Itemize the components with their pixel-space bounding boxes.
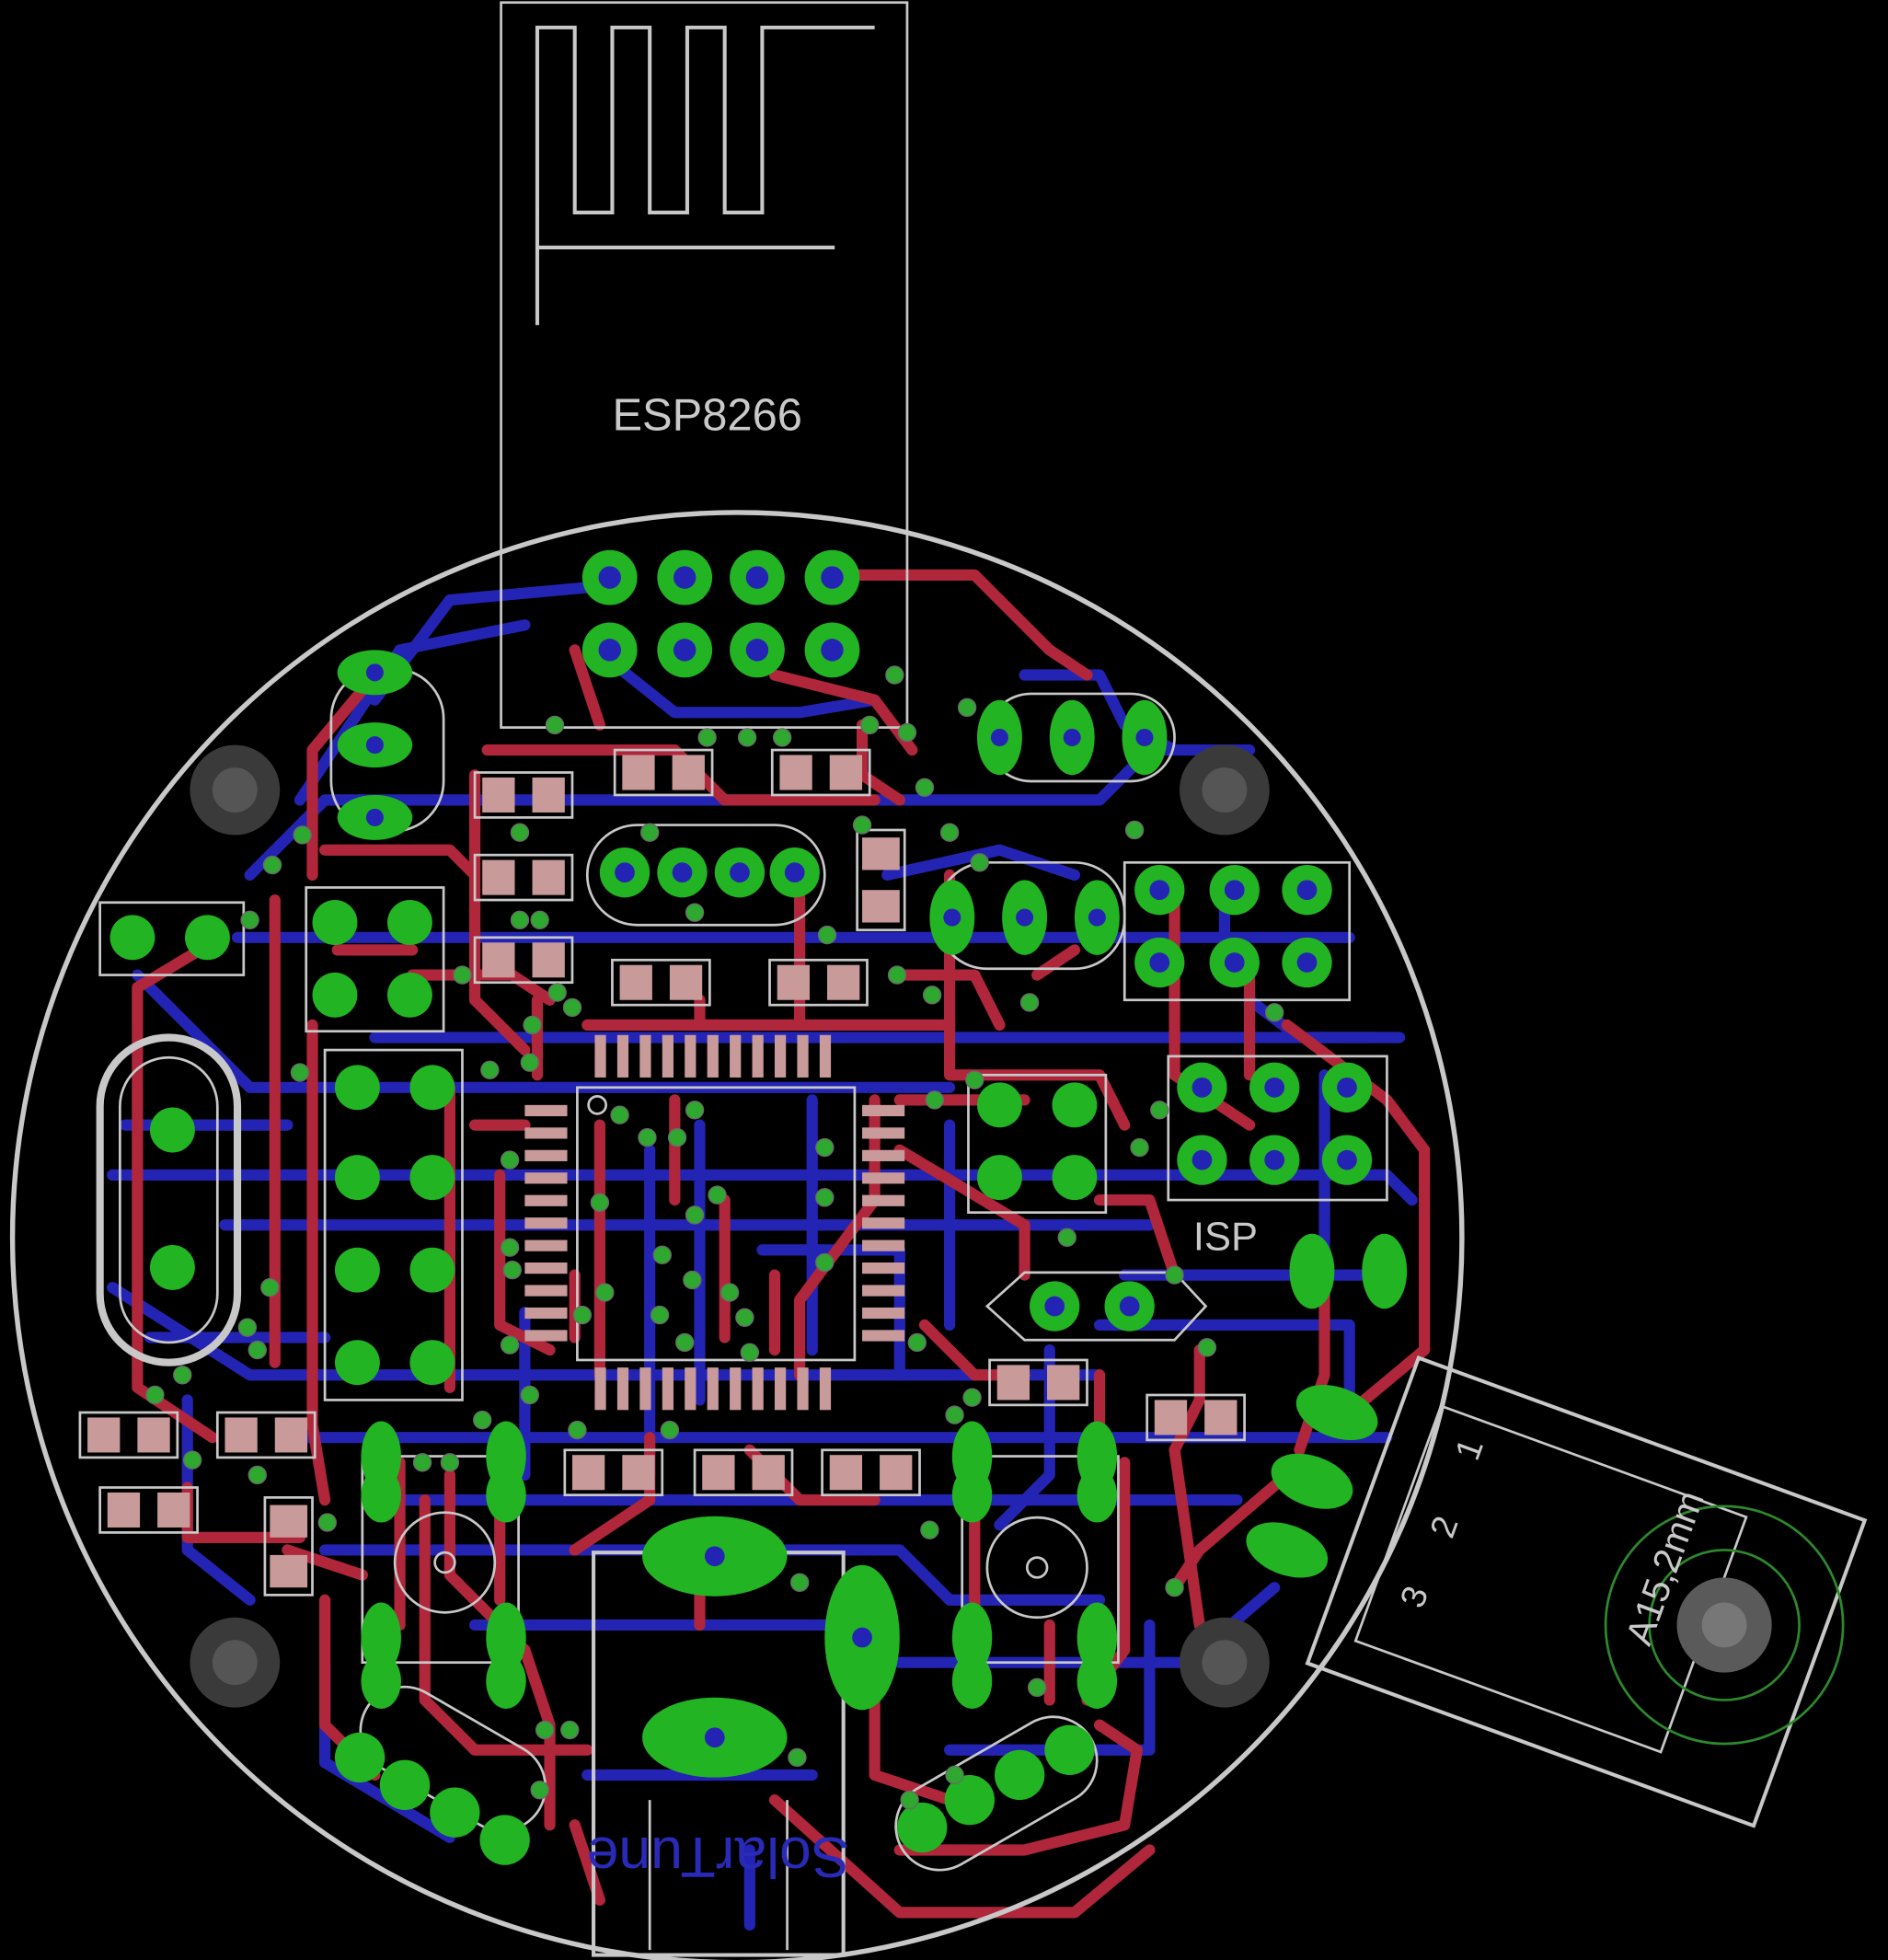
mounting-hole [1179,1617,1270,1708]
vias [145,665,1284,1810]
board-name-mirrored: SolarTune [587,1825,850,1889]
dc-jack-outline [1305,1355,1868,1828]
smd-resistor [988,1358,1088,1407]
smd-resistor [98,1486,199,1534]
mcu-pads [524,1034,905,1411]
smd-resistor [263,1496,314,1597]
silkscreen-layer [10,1,1868,1960]
board-outline [10,510,1465,1960]
smd-components [78,748,1246,1597]
smd-resistor [613,748,714,797]
smd-resistor [473,771,574,819]
mounting-hole [1179,744,1270,836]
smd-resistor [693,1448,794,1497]
smd-resistor [215,1411,317,1459]
smd-resistor [473,936,574,985]
smd-resistor [768,958,869,1007]
smd-resistor [563,1448,664,1497]
smd-resistor [821,1448,921,1497]
smd-resistor [856,828,906,932]
smd-resistor [473,853,574,902]
potentiometer-left [393,1511,497,1614]
mounting-hole [190,744,281,836]
module-label: ESP8266 [612,390,802,440]
crystal-outline [96,1033,242,1366]
mounting-hole [190,1617,281,1708]
smd-resistor [1145,1393,1246,1442]
smd-resistor [78,1411,179,1459]
through-hole-pads [109,549,1408,1865]
antenna-trace [535,25,875,326]
smd-resistor [770,748,871,797]
jack-pin3-label: 3 [1393,1581,1436,1612]
smd-resistor [611,958,711,1007]
mounting-holes [190,744,1270,1708]
pad-drill-holes [365,566,1357,1748]
jack-pin2-label: 2 [1423,1511,1467,1542]
mcu-outline [576,1086,857,1362]
isp-label: ISP [1193,1215,1258,1259]
potentiometer-right [985,1516,1088,1620]
esp8266-module-outline [500,1,909,729]
jack-pin1-label: 1 [1448,1434,1491,1465]
